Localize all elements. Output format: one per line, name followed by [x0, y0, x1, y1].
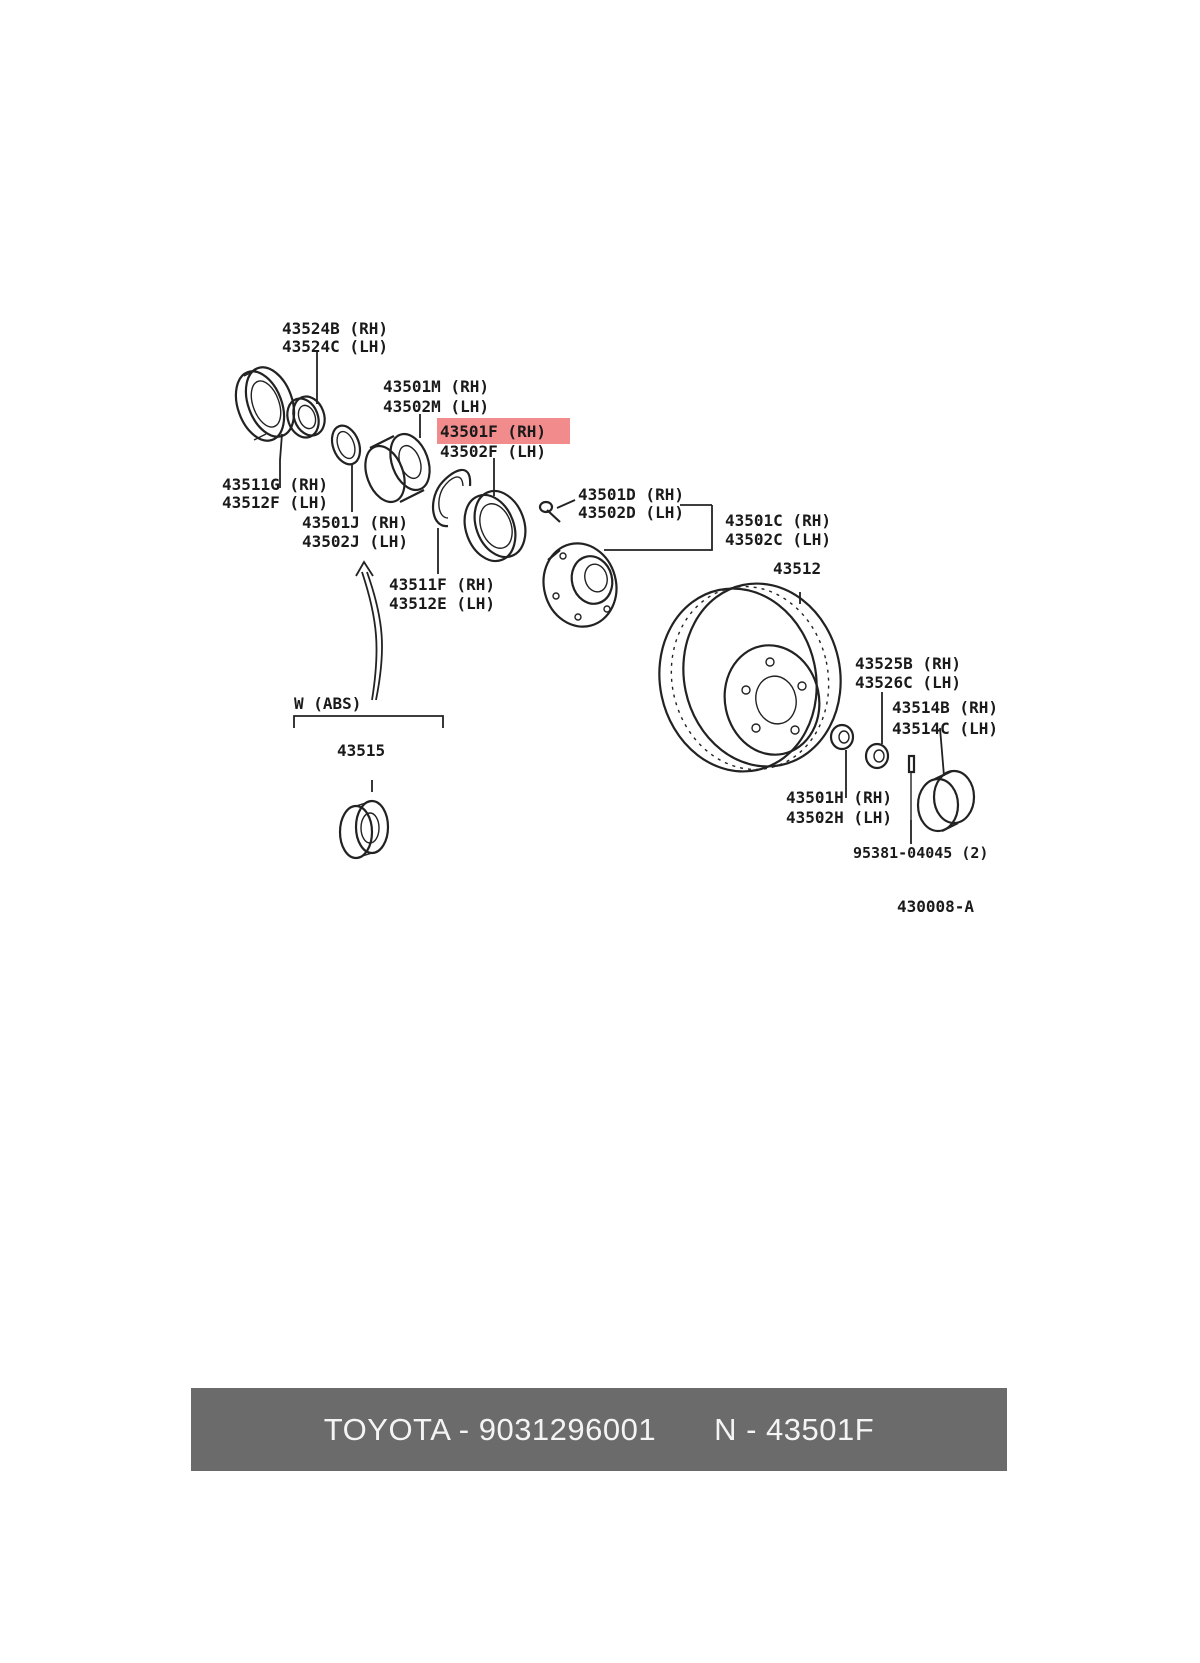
- nut-43501h-drawing: [829, 723, 855, 751]
- bearing-43501m-drawing: [364, 432, 431, 504]
- label-43501c: 43501C (RH): [725, 511, 831, 530]
- label-43524b: 43524B (RH): [282, 319, 388, 338]
- leader-lines: [279, 352, 945, 844]
- ring-43511f-drawing: [431, 468, 472, 528]
- brand-part-number: TOYOTA - 9031296001: [323, 1411, 657, 1447]
- label-43511g: 43511G (RH): [222, 475, 328, 494]
- label-w-abs: W (ABS): [294, 694, 361, 713]
- disc-43512-drawing: [658, 582, 842, 773]
- race-43501f-drawing: [463, 489, 527, 563]
- label-43512f: 43512F (LH): [222, 493, 328, 512]
- label-43515: 43515: [337, 741, 385, 760]
- label-reference-code: 430008-A: [897, 897, 974, 916]
- ring-43515-drawing: [338, 799, 390, 860]
- cap-43525b-drawing: [916, 769, 976, 833]
- oem-part-number: N - 43501F: [714, 1411, 875, 1447]
- label-43514c: 43514C (LH): [892, 719, 998, 738]
- label-43501m: 43501M (RH): [383, 377, 489, 396]
- bolt-43501d-drawing: [538, 500, 561, 523]
- label-43502d: 43502D (LH): [578, 503, 684, 522]
- label-43501f: 43501F (RH): [440, 422, 546, 441]
- label-43502h: 43502H (LH): [786, 808, 892, 827]
- bolt-95381-drawing: [907, 754, 916, 820]
- highlight-43501f: [437, 418, 570, 444]
- label-43502f: 43502F (LH): [440, 442, 546, 461]
- hub-43501c-drawing: [542, 542, 618, 628]
- label-43502c: 43502C (LH): [725, 530, 831, 549]
- label-43501d: 43501D (RH): [578, 485, 684, 504]
- ring-43501j-drawing: [330, 424, 362, 466]
- label-43511f: 43511F (RH): [389, 575, 495, 594]
- label-95381: 95381-04045 (2): [853, 844, 988, 862]
- label-43502j: 43502J (LH): [302, 532, 408, 551]
- label-43502m: 43502M (LH): [383, 397, 489, 416]
- label-43512: 43512: [773, 559, 821, 578]
- label-43512e: 43512E (LH): [389, 594, 495, 613]
- label-43526c: 43526C (LH): [855, 673, 961, 692]
- label-43524c: 43524C (LH): [282, 337, 388, 356]
- label-43501j: 43501J (RH): [302, 513, 408, 532]
- spacer-43524b-drawing: [286, 395, 326, 439]
- label-43525b: 43525B (RH): [855, 654, 961, 673]
- seal-43511g-drawing: [234, 366, 296, 442]
- nutlock-43514b-drawing: [864, 742, 890, 770]
- part-number-banner: TOYOTA - 9031296001 N - 43501F: [191, 1388, 1007, 1471]
- label-43514b: 43514B (RH): [892, 698, 998, 717]
- label-43501h: 43501H (RH): [786, 788, 892, 807]
